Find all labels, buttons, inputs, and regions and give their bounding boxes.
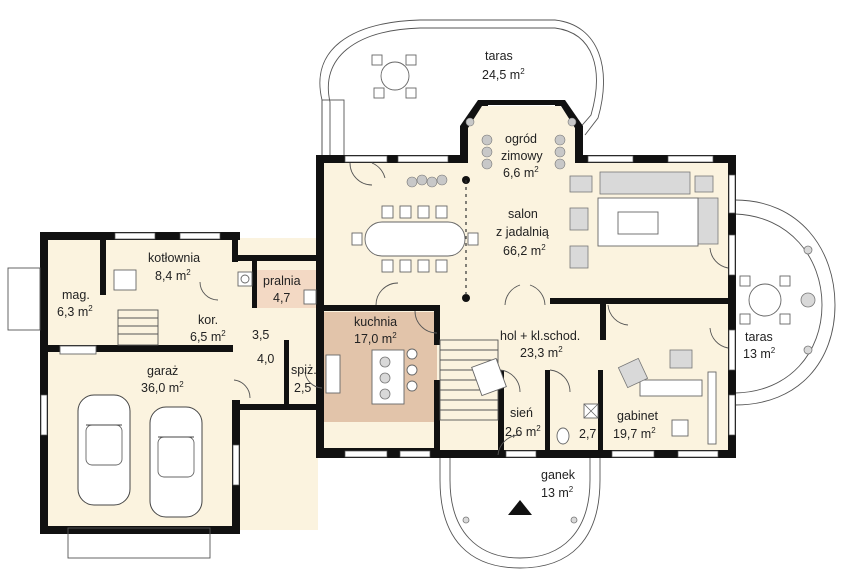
ganek-area: 13 m2 — [541, 485, 574, 500]
room-labels: taras 24,5 m2 ogród zimowy 6,6 m2 salon … — [57, 49, 776, 500]
kor-name: kor. — [198, 313, 218, 327]
plants — [406, 117, 577, 188]
car-left — [77, 394, 131, 506]
ogrod-area: 6,6 m2 — [503, 165, 539, 180]
sofa-set — [569, 171, 719, 269]
kotlownia-name: kotłownia — [148, 251, 200, 265]
taras-top-area: 24,5 m2 — [482, 67, 525, 82]
area-3-5: 3,5 — [252, 328, 269, 342]
laundry-fixtures — [59, 269, 317, 355]
staircase — [117, 309, 499, 421]
wc-area: 2,7 — [579, 427, 596, 441]
gabinet-area: 19,7 m2 — [613, 426, 656, 441]
armchair-hol — [471, 357, 507, 397]
pralnia-name: pralnia — [263, 274, 301, 288]
spiz-area: 2,5 — [294, 381, 311, 395]
hol-name: hol + kl.schod. — [500, 329, 580, 343]
dining-table — [351, 205, 479, 273]
sien-name: sień — [510, 406, 533, 420]
kitchen-island — [325, 348, 418, 405]
area-4-0: 4,0 — [257, 352, 274, 366]
kotlownia-area: 8,4 m2 — [155, 268, 191, 283]
mag-annex — [7, 267, 41, 331]
salon-name2: z jadalnią — [496, 225, 549, 239]
windows — [40, 155, 736, 486]
hol-area: 23,3 m2 — [520, 345, 563, 360]
wc-fixtures — [556, 403, 599, 445]
terrace-top — [319, 19, 604, 159]
terrace-right — [734, 199, 836, 406]
taras-right-name: taras — [745, 330, 773, 344]
salon-area: 66,2 m2 — [503, 243, 546, 258]
taras-right-area: 13 m2 — [743, 346, 776, 361]
salon-name: salon — [508, 207, 538, 221]
kuchnia-area: 17,0 m2 — [354, 331, 397, 346]
kuchnia-name: kuchnia — [354, 315, 397, 329]
ogrod-name2: zimowy — [501, 149, 543, 163]
doors — [199, 162, 729, 456]
garaz-name: garaż — [147, 364, 178, 378]
sien-area: 2,6 m2 — [505, 424, 541, 439]
study-furniture — [617, 349, 717, 445]
garaz-area: 36,0 m2 — [141, 380, 184, 395]
spiz-name: spiż. — [291, 363, 317, 377]
porch-ganek — [439, 458, 601, 569]
kor-area: 6,5 m2 — [190, 329, 226, 344]
ogrod-name: ogród — [505, 132, 537, 146]
taras-top-name: taras — [485, 49, 513, 63]
car-right — [149, 406, 203, 518]
entrance-arrow-icon — [508, 500, 532, 515]
ganek-name: ganek — [541, 468, 576, 482]
garage-apron — [67, 527, 211, 559]
pralnia-area: 4,7 — [273, 291, 290, 305]
gabinet-name: gabinet — [617, 409, 659, 423]
mag-area: 6,3 m2 — [57, 304, 93, 319]
mag-name: mag. — [62, 288, 90, 302]
